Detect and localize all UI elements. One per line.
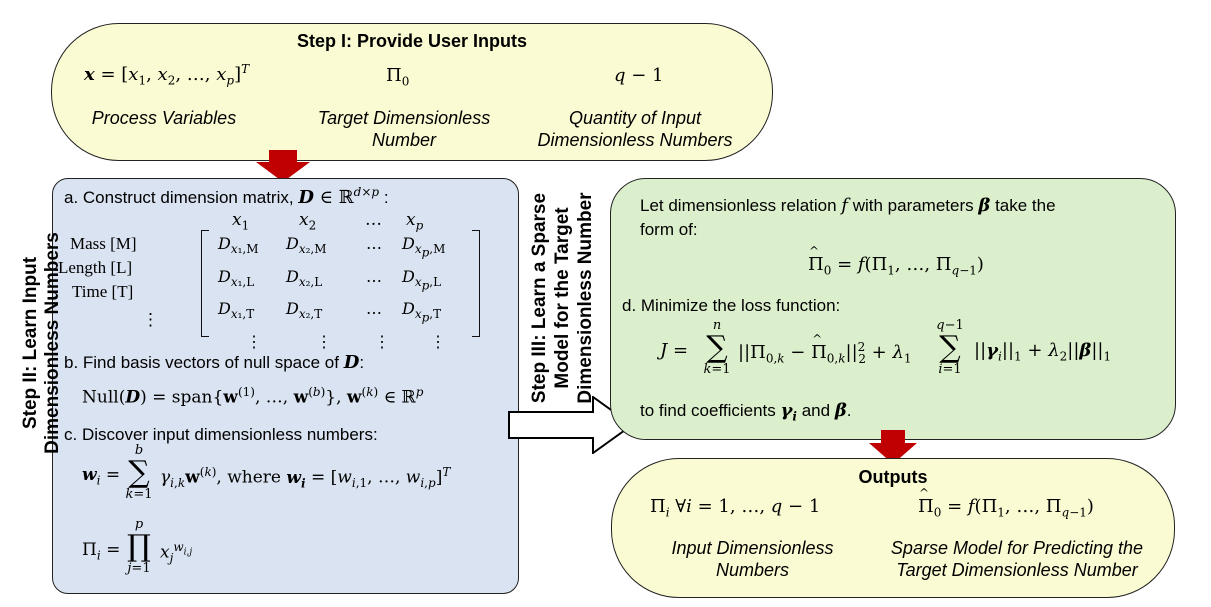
matrix-row-length: Length [L] bbox=[58, 258, 133, 277]
outputs-panel bbox=[611, 458, 1175, 598]
output-sparse-model-math: Π^0 = f(Π1, …, Πq−1) bbox=[918, 486, 1094, 520]
matrix-right-bracket bbox=[472, 230, 480, 337]
pi-i-math: Πi = bbox=[82, 540, 121, 563]
sum-k-loss-symbol: n∑k=1 bbox=[703, 318, 731, 377]
loss-term1-math: ||Π0,k − Π^0,k||22 + λ1 bbox=[738, 332, 912, 366]
sum-k-symbol: b∑k=1 bbox=[125, 443, 153, 502]
step2-b-text: b. Find basis vectors of null space of D… bbox=[64, 352, 365, 373]
wi-math: wi = bbox=[82, 465, 121, 488]
matrix-row-mass: Mass [M] bbox=[70, 234, 137, 253]
matrix-col-xp: xp bbox=[406, 210, 424, 233]
product-j-symbol: p∏j=1 bbox=[127, 517, 151, 576]
null-space-math: Null(D) = span{w(1), …, w(b)}, w(k) ∈ ℝp bbox=[82, 385, 424, 408]
form-math: Π^0 = f(Π1, …, Πq−1) bbox=[808, 244, 984, 278]
matrix-col-dots: … bbox=[365, 210, 382, 230]
matrix-row-time: Time [T] bbox=[72, 282, 134, 301]
step1-title: Step I: Provide User Inputs bbox=[296, 31, 528, 51]
matrix-row-vdots: ⋮ bbox=[142, 310, 159, 329]
step3-title: Step III: Learn a Sparse Model for the T… bbox=[529, 192, 596, 404]
pi-i-rhs-math: xjwi,j bbox=[160, 540, 193, 566]
step2-title: Step II: Learn Input Dimensionless Numbe… bbox=[20, 232, 63, 454]
matrix-col-x1: x1 bbox=[232, 210, 250, 233]
outputs-title: Outputs bbox=[858, 467, 928, 487]
target-dimensionless-math: Π0 bbox=[386, 65, 410, 89]
step3-panel bbox=[610, 178, 1176, 440]
output-input-dimensionless-label: Input Dimensionless Numbers bbox=[671, 538, 834, 580]
process-variables-math: x = [x1, x2, …, xp]T bbox=[84, 62, 250, 88]
quantity-input-label: Quantity of Input Dimensionless Numbers bbox=[537, 108, 733, 150]
wi-rhs-math: γi,kw(k), where wi = [wi,1, …, wi,p]T bbox=[160, 465, 451, 491]
loss-term2-math: ||γi||1 + λ2||β||1 bbox=[974, 340, 1112, 364]
right-arrow-icon bbox=[508, 396, 633, 454]
sum-i-loss-symbol: q−1∑i=1 bbox=[936, 318, 964, 377]
quantity-math: q − 1 bbox=[614, 65, 664, 86]
loss-j-math: J = bbox=[660, 340, 689, 361]
output-sparse-model-label: Sparse Model for Predicting the Target D… bbox=[890, 538, 1144, 580]
step1-panel bbox=[51, 23, 773, 161]
process-variables-label: Process Variables bbox=[91, 108, 237, 128]
step3-coefficients: to find coefficients γi and β. bbox=[640, 400, 852, 424]
step2-c-text: c. Discover input dimensionless numbers: bbox=[64, 425, 378, 444]
down-arrow-icon bbox=[256, 150, 310, 182]
step3-d-text: d. Minimize the loss function: bbox=[622, 296, 841, 315]
down-arrow-icon bbox=[869, 430, 917, 464]
target-dimensionless-label: Target Dimensionless Number bbox=[317, 108, 491, 150]
output-input-dimensionless-math: Πi ∀i = 1, …, q − 1 bbox=[650, 496, 821, 520]
step2-panel bbox=[52, 178, 519, 594]
step3-intro: Let dimensionless relation f with parame… bbox=[640, 195, 1056, 239]
matrix-col-x2: x2 bbox=[299, 210, 317, 233]
step2-a-text: a. Construct dimension matrix, D ∈ ℝd×p … bbox=[64, 185, 389, 208]
matrix-left-bracket bbox=[201, 230, 209, 337]
